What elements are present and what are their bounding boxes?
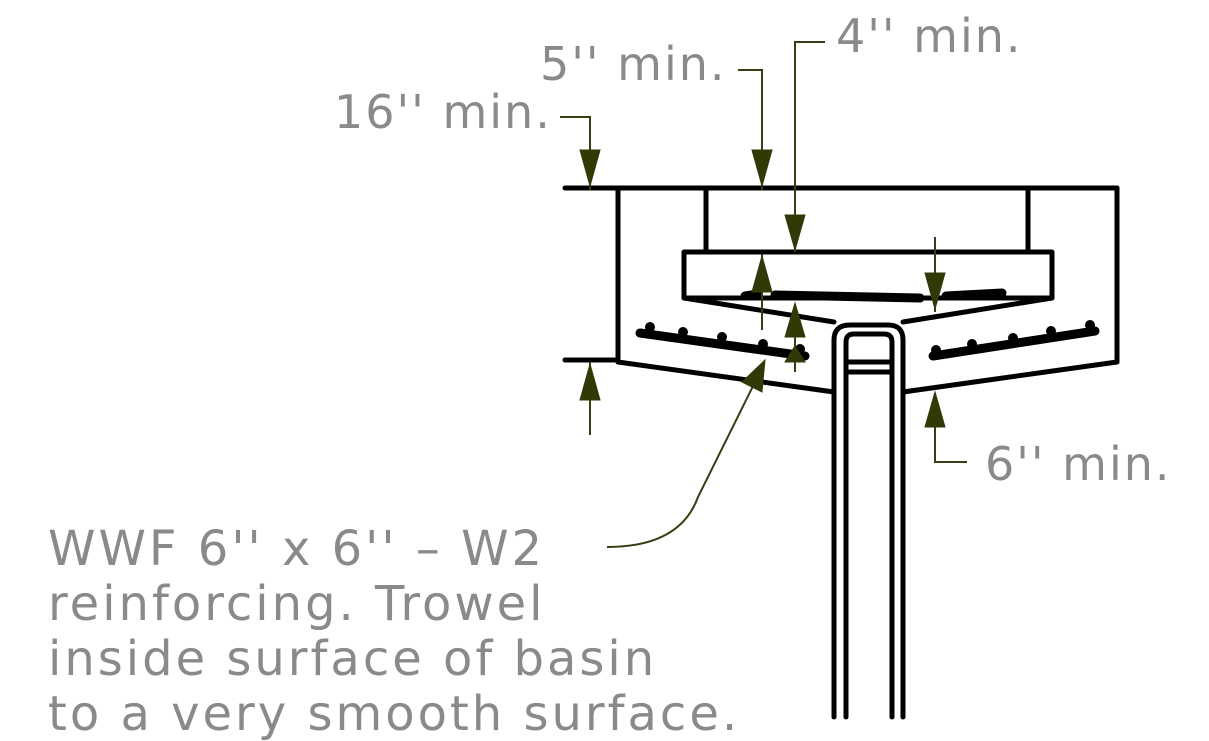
- dimension-4in: [784, 41, 825, 372]
- rebar-left-bottom: [635, 328, 810, 361]
- reinforcing: [635, 288, 1100, 361]
- arrow-note-leader: [741, 358, 766, 393]
- note-leader: [606, 358, 766, 548]
- rebar-top-b: [770, 290, 925, 303]
- dimension-6in: [924, 390, 967, 463]
- rebar-top-c: [941, 288, 1007, 301]
- pipe-outer: [831, 322, 906, 720]
- dimension-grate-right: [924, 237, 946, 312]
- arrow-up-4in: [784, 301, 806, 338]
- arrow-down-5in: [751, 149, 773, 188]
- note-line-1: WWF 6'' x 6'' – W2: [48, 521, 545, 577]
- dimension-5in: [738, 69, 773, 330]
- label-4in-min: 4'' min.: [836, 9, 1023, 63]
- note-line-2: reinforcing. Trowel: [48, 576, 545, 632]
- basin-bottom-left: [615, 359, 837, 395]
- basin-floor-right: [900, 295, 1055, 325]
- arrow-down-16in: [579, 149, 601, 188]
- pipe-inner: [843, 331, 895, 720]
- note-line-3: inside surface of basin: [48, 631, 657, 687]
- basin-structure: [562, 185, 1120, 395]
- arrow-up-16in: [579, 362, 601, 401]
- label-16in-min: 16'' min.: [334, 85, 552, 139]
- note-line-4: to a very smooth surface.: [48, 686, 740, 741]
- arrow-down-grate: [924, 272, 946, 311]
- arrow-up-5in: [751, 254, 773, 293]
- rebar-dots: [645, 320, 1095, 355]
- rebar-right-bottom: [928, 326, 1100, 361]
- basin-floor-left: [681, 295, 837, 325]
- reinforcing-note: WWF 6'' x 6'' – W2 reinforcing. Trowel i…: [48, 521, 740, 741]
- arrow-down-4in: [784, 214, 806, 252]
- outlet-pipe: [831, 322, 906, 720]
- arrow-up-6in: [924, 390, 946, 428]
- dimension-16in: [560, 116, 601, 435]
- basin-bottom-right: [900, 359, 1120, 395]
- arrow-up-4in-lower: [784, 345, 806, 363]
- label-6in-min: 6'' min.: [985, 437, 1172, 491]
- rebar-top-a: [740, 289, 763, 301]
- label-5in-min: 5'' min.: [540, 37, 727, 91]
